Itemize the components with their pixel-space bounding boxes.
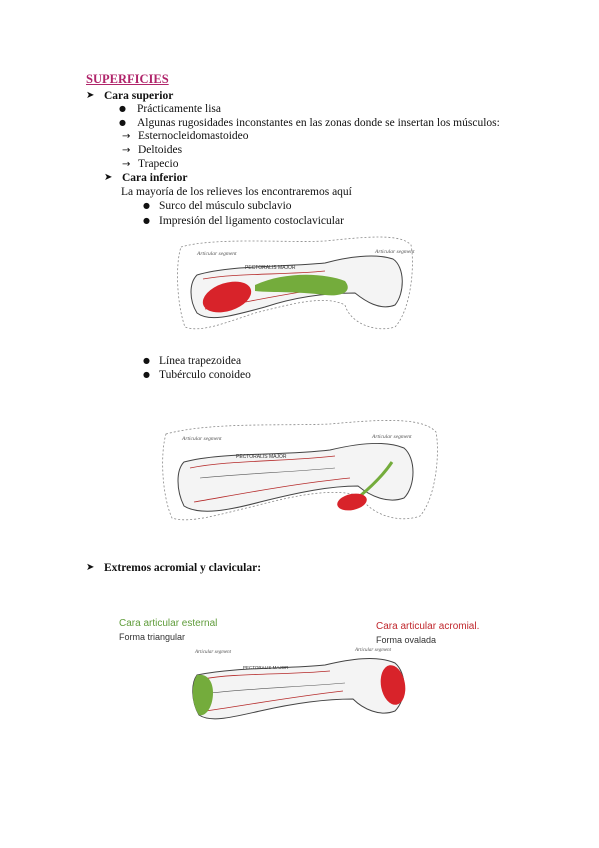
extremos-title: Extremos acromial y clavicular: bbox=[104, 562, 262, 574]
bullet-icon: ● bbox=[143, 201, 150, 210]
figure-label: Articular segment bbox=[354, 648, 392, 653]
figure-label: PECTORALIS MAJOR bbox=[236, 454, 287, 460]
label-cara-articular-esternal: Cara articular esternal bbox=[119, 618, 218, 629]
clavicle-figure-2: Articular segment Articular segment PECT… bbox=[162, 420, 438, 521]
clavicle-figure-3: Articular segment Articular segment PECT… bbox=[192, 648, 406, 720]
right-arrow-icon: → bbox=[122, 131, 131, 142]
cara-superior-title: Cara superior bbox=[104, 90, 174, 102]
figure-label: Articular segment bbox=[181, 436, 222, 442]
bullet-icon: ● bbox=[143, 370, 150, 379]
figure-label: Articular segment bbox=[374, 249, 415, 255]
list-item: Esternocleidomastoideo bbox=[138, 130, 249, 142]
highlight-red-region bbox=[380, 665, 406, 705]
bullet-icon: ● bbox=[119, 118, 126, 127]
clavicle-figure-1: Articular segment Articular segment PECT… bbox=[177, 236, 415, 330]
right-arrow-icon: → bbox=[122, 159, 131, 170]
label-forma-triangular: Forma triangular bbox=[119, 632, 186, 642]
arrow-bullet-icon: ➤ bbox=[104, 172, 113, 183]
label-forma-ovalada: Forma ovalada bbox=[376, 635, 437, 645]
figure-label: Articular segment bbox=[371, 434, 412, 440]
highlight-green-region bbox=[255, 274, 348, 296]
arrow-bullet-icon: ➤ bbox=[86, 562, 95, 573]
highlight-red-region bbox=[202, 281, 252, 313]
section-heading: SUPERFICIES bbox=[86, 72, 169, 86]
list-item: Línea trapezoidea bbox=[159, 355, 242, 367]
list-item: Prácticamente lisa bbox=[137, 103, 221, 115]
highlight-red-region bbox=[337, 493, 367, 511]
cara-inferior-intro: La mayoría de los relieves los encontrar… bbox=[121, 186, 352, 198]
bullet-icon: ● bbox=[119, 104, 126, 113]
list-item: Deltoides bbox=[138, 144, 183, 156]
figure-label: PECTORALIS MAJOR bbox=[245, 265, 296, 271]
list-item: Tubérculo conoideo bbox=[159, 369, 251, 381]
bullet-icon: ● bbox=[143, 356, 150, 365]
highlight-green-region bbox=[192, 674, 213, 716]
cara-inferior-title: Cara inferior bbox=[122, 172, 188, 184]
list-item: Trapecio bbox=[138, 158, 179, 170]
list-item: Surco del músculo subclavio bbox=[159, 200, 292, 212]
right-arrow-icon: → bbox=[122, 145, 131, 156]
highlight-green-line bbox=[359, 461, 394, 498]
figure-label: Articular segment bbox=[194, 650, 232, 655]
figure-label: PECTORALIS MAJOR bbox=[243, 665, 289, 670]
label-cara-articular-acromial: Cara articular acromial. bbox=[376, 621, 480, 632]
arrow-bullet-icon: ➤ bbox=[86, 90, 95, 101]
list-item: Impresión del ligamento costoclavicular bbox=[159, 215, 344, 227]
list-item: Algunas rugosidades inconstantes en las … bbox=[137, 117, 500, 129]
bullet-icon: ● bbox=[143, 216, 150, 225]
figure-label: Articular segment bbox=[196, 251, 237, 257]
